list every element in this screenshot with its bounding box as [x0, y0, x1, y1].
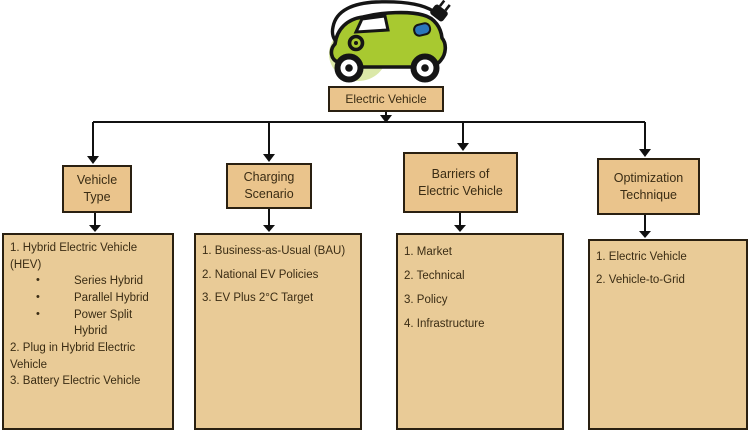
detail-item: 3. Battery Electric Vehicle	[10, 373, 166, 390]
charge-port-center	[354, 41, 358, 45]
detail-item-text: 3. EV Plus 2°C Target	[202, 292, 314, 305]
charge-socket	[413, 22, 432, 37]
detail-box-optimization: 1. Electric Vehicle 2. Vehicle-to-Grid	[588, 239, 748, 430]
detail-box-vehicle-type: 1. Hybrid Electric Vehicle (HEV) • Series …	[2, 233, 174, 430]
detail-box-barriers: 1. Market 2. Technical 3. Policy 4. Infrast…	[396, 233, 564, 430]
bullet-text: Power Split Hybrid	[74, 308, 133, 338]
bullet-icon: •	[36, 291, 40, 304]
detail-item-text: 3. Policy	[404, 294, 448, 307]
category-node-barriers: Barriers of Electric Vehicle	[403, 152, 518, 213]
detail-item: 3. EV Plus 2°C Target	[202, 287, 354, 311]
detail-item: 2. Vehicle-to-Grid	[596, 269, 740, 292]
detail-item-text: 3. Battery Electric Vehicle	[10, 375, 141, 388]
bullet-icon: •	[36, 274, 40, 287]
plug-icon	[430, 0, 451, 22]
category-label-line: Technique	[620, 187, 677, 202]
root-node-electric-vehicle: Electric Vehicle	[328, 86, 444, 112]
root-node-label: Electric Vehicle	[345, 91, 427, 106]
detail-item: 1. Market	[404, 240, 556, 264]
detail-item: 1. Business-as-Usual (BAU)	[202, 240, 354, 264]
arrowhead-icons	[87, 115, 651, 238]
category-node-vehicle-type: Vehicle Type	[62, 165, 132, 213]
detail-item-text: 2. National EV Policies	[202, 268, 319, 281]
category-label-line: Type	[83, 190, 111, 204]
category-node-optimization: Optimization Technique	[597, 158, 700, 215]
category-node-charging-scenario: Charging Scenario	[226, 163, 312, 209]
detail-item-text: 1. Hybrid Electric Vehicle (HEV)	[10, 242, 138, 271]
category-label-line: Charging	[243, 170, 295, 185]
detail-item: 2. Technical	[404, 264, 556, 288]
detail-item-text: 2. Plug in Hybrid Electric Vehicle	[10, 342, 136, 371]
detail-item: 2. Plug in Hybrid Electric Vehicle	[10, 340, 166, 373]
category-label-line: Optimization	[613, 170, 684, 185]
detail-box-charging-scenario: 1. Business-as-Usual (BAU) 2. National EV…	[194, 233, 362, 430]
category-label-line: Vehicle	[76, 173, 118, 188]
bullet-text: Parallel Hybrid	[74, 292, 149, 305]
detail-item-text: 2. Technical	[404, 270, 465, 283]
detail-item-text: 1. Market	[404, 246, 452, 258]
detail-item: 4. Infrastructure	[404, 312, 556, 336]
detail-item-text: 1. Electric Vehicle	[596, 251, 687, 263]
car-window	[353, 14, 390, 34]
detail-item-text: 1. Business-as-Usual (BAU)	[202, 245, 346, 257]
category-label-line: Barriers of	[431, 166, 490, 181]
bullet-text: Series Hybrid	[74, 275, 144, 288]
detail-item-text: 4. Infrastructure	[404, 318, 485, 331]
bullet-icon: •	[36, 307, 40, 320]
bullet-item: • Series Hybrid	[10, 273, 166, 290]
car-wheels	[334, 53, 440, 83]
detail-item: 3. Policy	[404, 288, 556, 312]
bullet-item: • Power Split Hybrid	[10, 307, 166, 340]
detail-item: 2. National EV Policies	[202, 264, 354, 288]
detail-item-text: 2. Vehicle-to-Grid	[596, 274, 685, 286]
detail-item: 1. Hybrid Electric Vehicle (HEV) • Series …	[10, 240, 166, 340]
electric-car-icon	[329, 0, 451, 83]
bullet-item: • Parallel Hybrid	[10, 290, 166, 307]
category-label-line: Scenario	[244, 187, 294, 201]
detail-item: 1. Electric Vehicle	[596, 246, 740, 269]
category-label-line: Electric Vehicle	[418, 183, 503, 198]
